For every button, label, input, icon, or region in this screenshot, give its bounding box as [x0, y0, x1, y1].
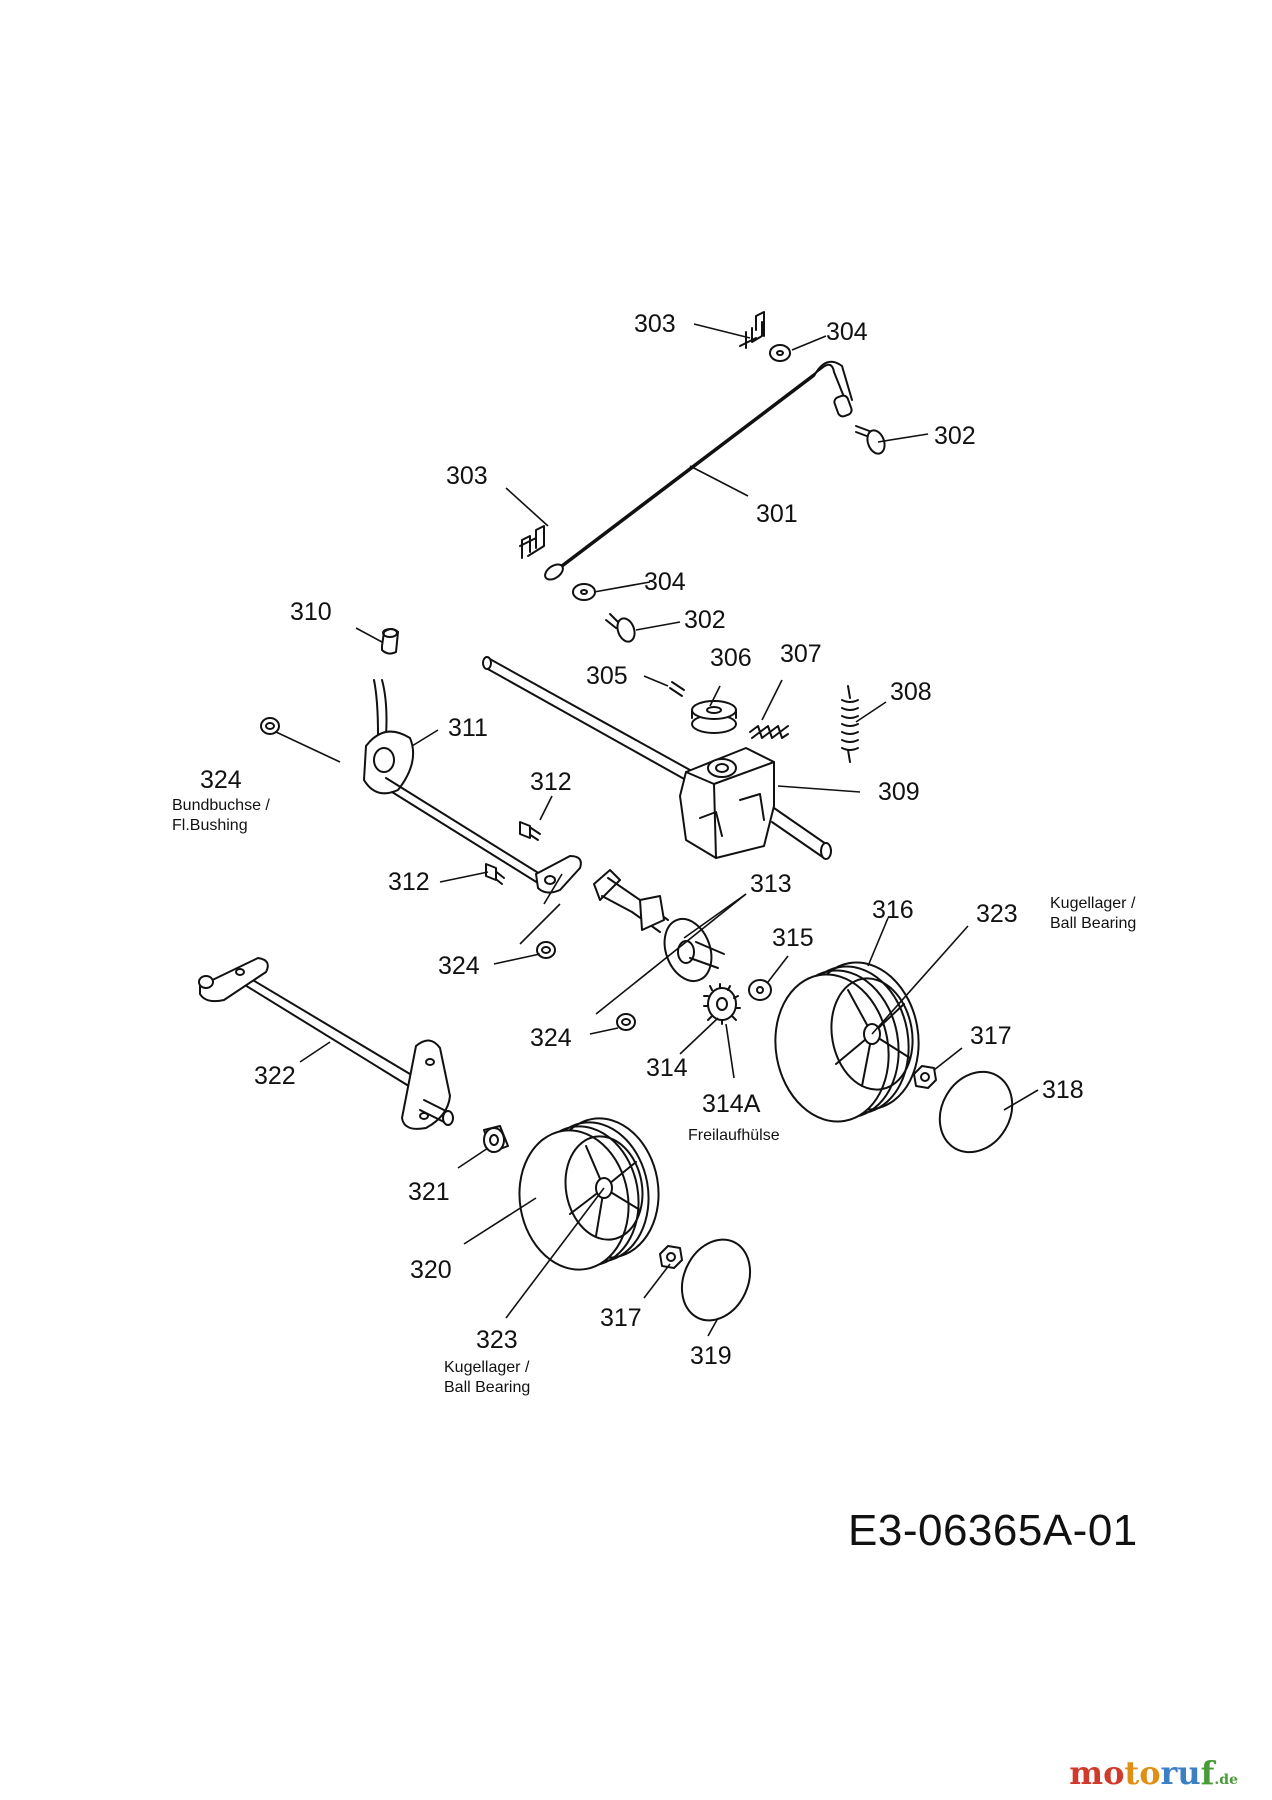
part-320-wheel-small: [518, 1117, 660, 1271]
label-304-lower: 304: [644, 568, 686, 596]
part-304-washer-upper: [769, 344, 791, 362]
part-axle-plate: [535, 855, 582, 894]
label-320: 320: [410, 1256, 452, 1284]
label-321: 321: [408, 1178, 450, 1206]
part-318-hubcap: [938, 1070, 1014, 1154]
part-312-screw-lower: [485, 863, 505, 885]
watermark-part-2: to: [1124, 1754, 1161, 1792]
watermark-logo[interactable]: motoruf.de: [1069, 1754, 1238, 1792]
label-303-lower: 303: [446, 462, 488, 490]
label-309: 309: [878, 778, 920, 806]
note-kugellager-left-de: Kugellager /: [444, 1359, 530, 1376]
part-302-bolt-lower: [605, 613, 636, 643]
label-319: 319: [690, 1342, 732, 1370]
leader-lines: [275, 323, 1039, 1337]
part-302-bolt-upper: [855, 425, 886, 455]
label-313: 313: [750, 870, 792, 898]
label-305: 305: [586, 662, 628, 690]
watermark-part-1: mo: [1069, 1754, 1125, 1792]
label-303-upper: 303: [634, 310, 676, 338]
watermark-part-3: ru: [1160, 1754, 1201, 1792]
note-bundbuchse-en: Fl.Bushing: [172, 817, 248, 834]
part-304-washer-lower: [572, 583, 596, 601]
label-301: 301: [756, 500, 798, 528]
part-311-shift-lever: [363, 679, 547, 889]
label-318: 318: [1042, 1076, 1084, 1104]
part-319-hubcap: [680, 1238, 752, 1322]
part-301-lever-rod: [544, 360, 853, 581]
part-308-tension-spring: [841, 685, 859, 763]
note-kugellager-left-en: Ball Bearing: [444, 1379, 530, 1396]
part-305-pin: [669, 681, 685, 697]
label-302-lower: 302: [684, 606, 726, 634]
label-312-upper: 312: [530, 768, 572, 796]
part-324-bushing-left: [260, 717, 280, 735]
part-324-bushing-low: [616, 1013, 636, 1031]
note-bundbuchse-de: Bundbuchse /: [172, 797, 270, 814]
label-316: 316: [872, 896, 914, 924]
label-324-low: 324: [530, 1024, 572, 1052]
drawing-number: E3-06365A-01: [848, 1506, 1138, 1555]
label-314: 314: [646, 1054, 688, 1082]
part-317-nut-right: [913, 1065, 937, 1089]
part-313-drive-hub: [593, 869, 725, 982]
label-315: 315: [772, 924, 814, 952]
label-304-upper: 304: [826, 318, 868, 346]
note-kugellager-right-en: Ball Bearing: [1050, 915, 1136, 932]
note-kugellager-right-de: Kugellager /: [1050, 895, 1136, 912]
part-312-screw-upper: [519, 821, 541, 841]
part-317-nut-left: [659, 1245, 683, 1269]
label-310: 310: [290, 598, 332, 626]
part-303-clip-upper: [739, 311, 765, 349]
label-302-upper: 302: [934, 422, 976, 450]
part-307-spring: [749, 725, 789, 739]
part-321-spacer: [483, 1125, 509, 1153]
part-314-gear: [703, 983, 741, 1025]
label-312-lower: 312: [388, 868, 430, 896]
part-324-bushing-mid: [536, 941, 556, 959]
part-310-knob: [381, 628, 399, 655]
part-322-axle: [198, 957, 454, 1130]
label-306: 306: [710, 644, 752, 672]
label-322: 322: [254, 1062, 296, 1090]
part-315-washer: [748, 979, 772, 1001]
label-317-left: 317: [600, 1304, 642, 1332]
label-317-right: 317: [970, 1022, 1012, 1050]
label-323-left: 323: [476, 1326, 518, 1354]
part-316-wheel-large: [774, 961, 920, 1123]
note-freilauf: Freilaufhülse: [688, 1127, 780, 1144]
watermark-part-4: f: [1200, 1754, 1215, 1792]
label-308: 308: [890, 678, 932, 706]
label-311: 311: [448, 714, 488, 742]
label-323-right: 323: [976, 900, 1018, 928]
part-306-spacer: [691, 700, 737, 734]
label-324-left: 324: [200, 766, 242, 794]
watermark-domain: .de: [1214, 1772, 1238, 1788]
label-324-mid: 324: [438, 952, 480, 980]
part-labels: 303 304 302 303 301 304 302 310 305 306 …: [172, 310, 1136, 1396]
part-303-clip-lower: [519, 525, 545, 559]
part-309-transmission: [482, 656, 832, 860]
label-314A: 314A: [702, 1090, 761, 1118]
label-307: 307: [780, 640, 822, 668]
